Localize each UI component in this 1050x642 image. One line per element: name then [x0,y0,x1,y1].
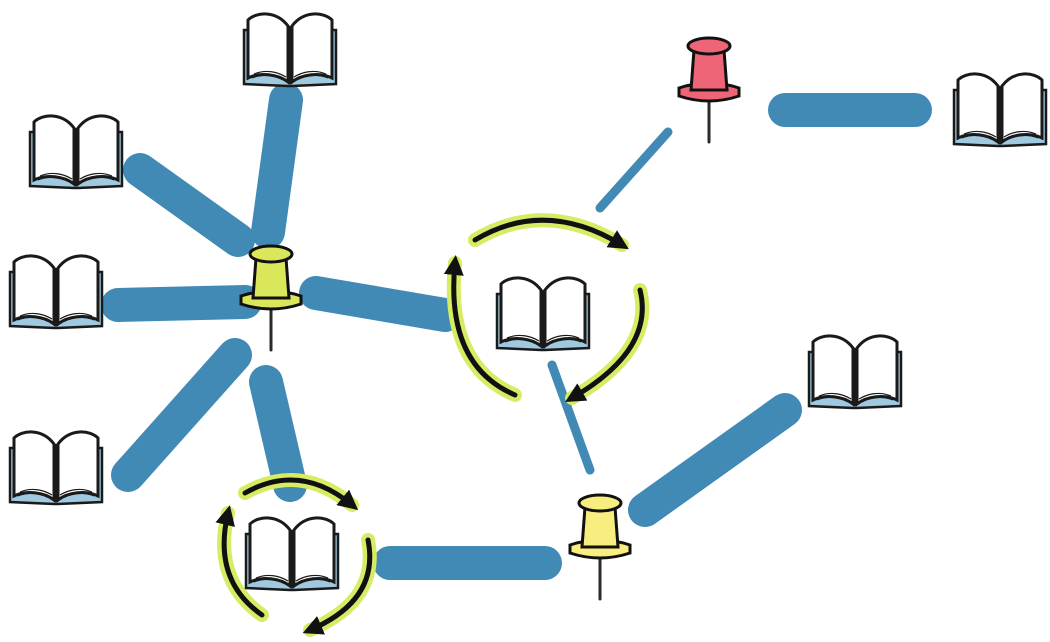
edge-hub-to-top-book [251,83,303,249]
book-icon [495,276,591,352]
cycle-arrow-center-1 [472,217,629,250]
book-icon [28,114,124,190]
edge-hub-to-center-book [299,276,462,332]
pushpin-icon [677,36,741,144]
edge-hub-to-lower-left-book [111,338,252,492]
pushpin-icon [239,244,303,352]
book-icon [952,72,1048,148]
pushpin-icon [568,493,632,601]
cycle-arrow-bottom-1 [242,477,359,511]
cycle-arrow-center-3 [443,255,518,398]
edge-yellow-pin-to-right-book [628,393,802,527]
book-icon [244,516,340,592]
book-icon [8,254,104,330]
cycle-arrows-center [443,213,650,405]
book-icon [807,334,903,410]
cycle-layer [215,213,650,637]
cycle-arrow-center-2 [565,287,645,403]
edge-hub-to-bottom-book [249,365,307,502]
edge-hub-to-middle-left-book [101,285,262,322]
cycle-arrow-bottom-3 [215,505,265,618]
book-icon [242,12,338,88]
edge-layer [101,83,932,580]
edge-yellow-pin-to-center-book [547,360,595,475]
cycle-arrow-bottom-2 [302,537,373,635]
cycle-arrows-bottom [215,473,377,637]
book-icon [8,430,104,506]
edge-hub-to-upper-left-book [123,153,255,257]
edge-red-pin-to-center-book [595,127,673,213]
